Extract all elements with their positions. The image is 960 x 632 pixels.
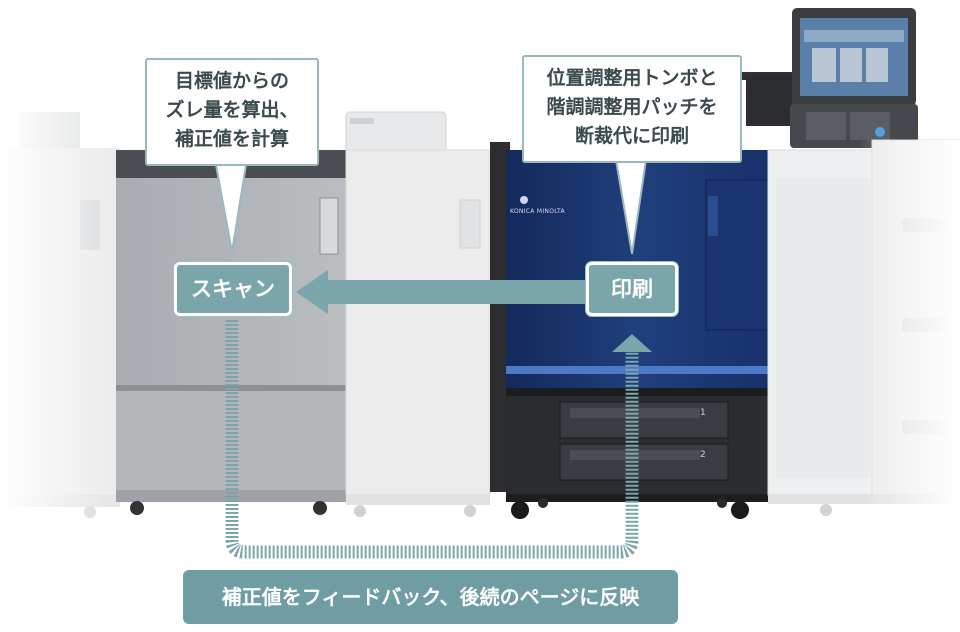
feedback-arrowhead <box>612 334 652 352</box>
tray-2-number: 2 <box>700 450 706 460</box>
scan-label: スキャン <box>174 262 292 316</box>
scan-callout-line-1: 目標値からの <box>174 70 289 92</box>
print-callout-line-2: 階調調整用パッチを <box>546 96 718 118</box>
feedback-loop-arrow <box>225 320 639 559</box>
scan-callout-line-3: 補正値を計算 <box>174 128 289 150</box>
print-callout: 位置調整用トンボと 階調調整用パッチを 断裁代に印刷 <box>522 55 742 163</box>
print-to-scan-arrow <box>296 270 587 314</box>
feedback-banner: 補正値をフィードバック、後続のページに反映 <box>183 570 678 624</box>
scan-callout: 目標値からの ズレ量を算出、 補正値を計算 <box>145 58 319 166</box>
light-stacker-unit <box>345 111 491 517</box>
printer-brand-logo-text: KONICA MINOLTA <box>510 208 565 215</box>
print-label: 印刷 <box>586 262 678 316</box>
tray-1-number: 1 <box>700 408 706 418</box>
print-callout-line-3: 断裁代に印刷 <box>574 125 689 147</box>
control-panel <box>728 8 918 148</box>
print-callout-line-1: 位置調整用トンボと <box>546 67 718 89</box>
scan-callout-line-2: ズレ量を算出、 <box>165 99 299 121</box>
